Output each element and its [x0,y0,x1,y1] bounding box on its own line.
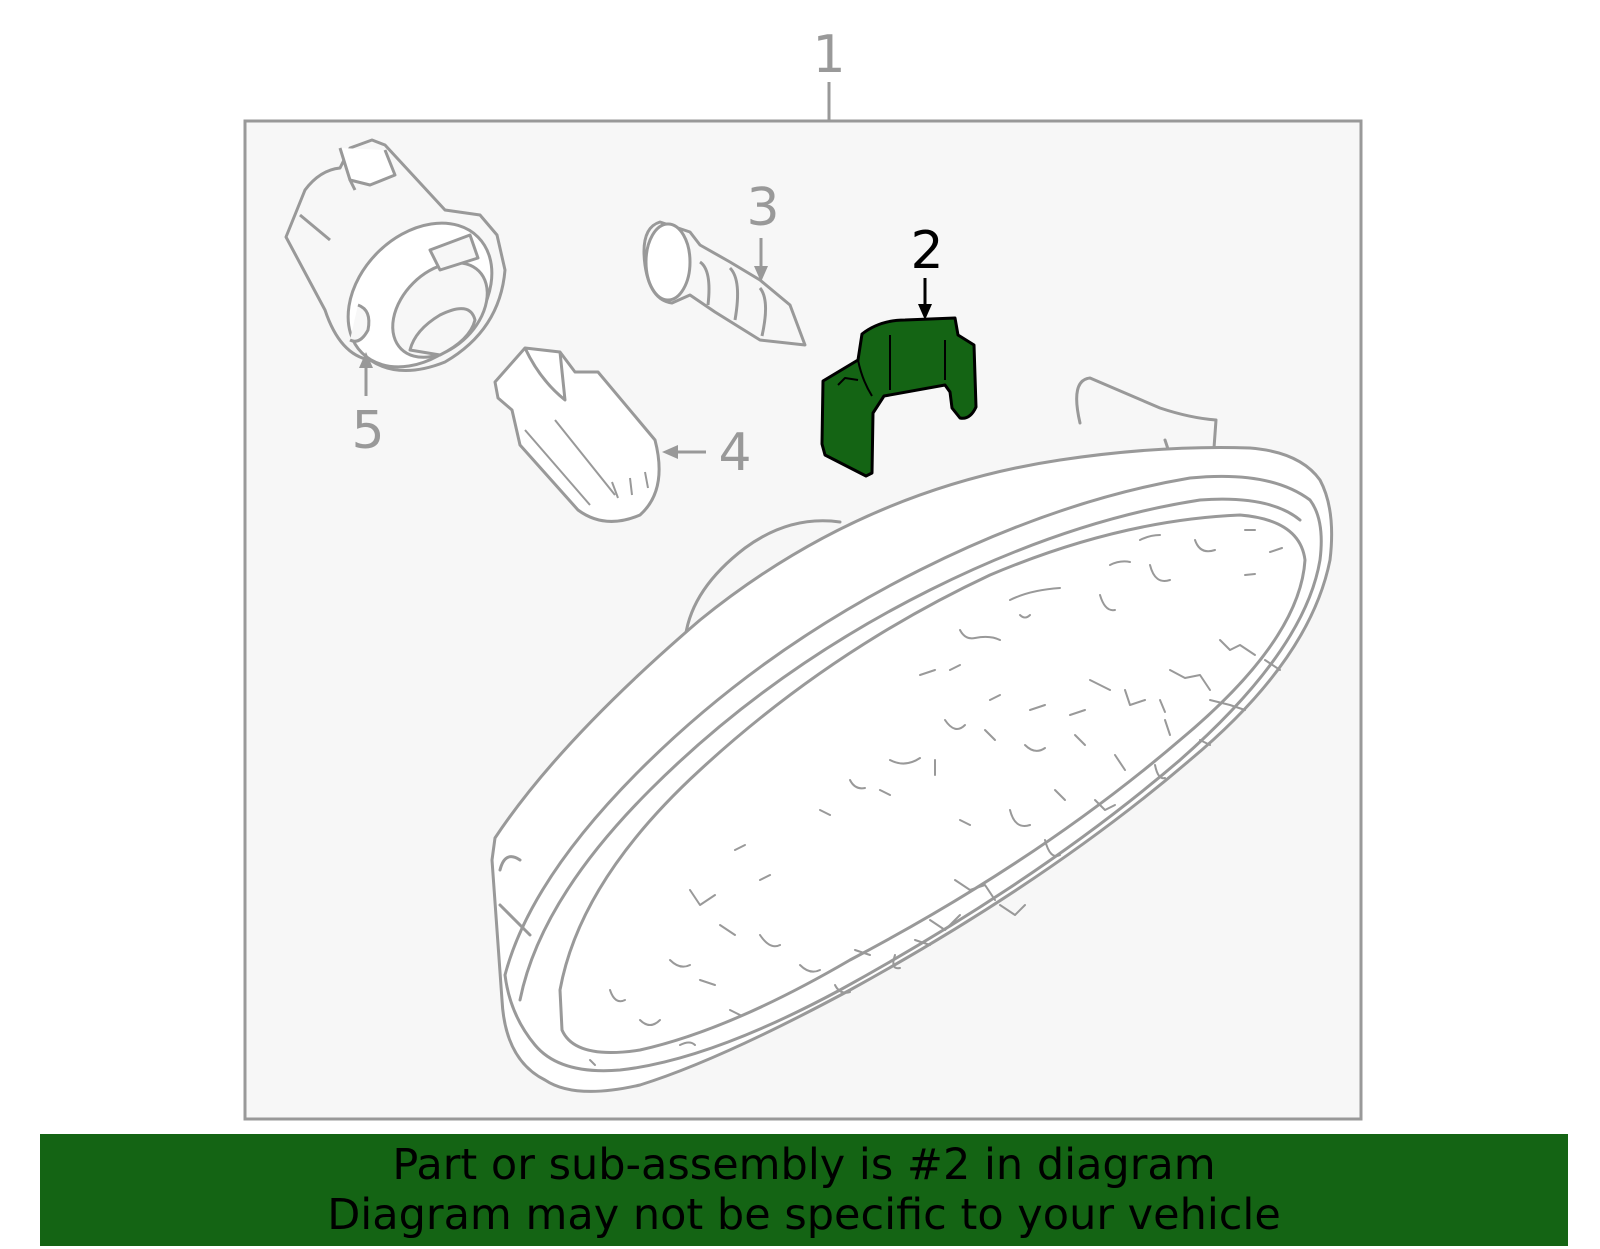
banner-line-2: Diagram may not be specific to your vehi… [327,1190,1281,1240]
banner-line-1: Part or sub-assembly is #2 in diagram [392,1140,1216,1190]
side-marker-lamp [490,376,1334,1093]
wedge-bulb [493,346,661,523]
retainer-clip [820,316,978,478]
callout-arrow-5 [359,352,373,368]
callout-arrow-3 [754,266,768,282]
callout-5: 5 [351,401,384,461]
bulb-socket [284,138,507,372]
callout-arrow-2 [918,304,932,320]
callout-1: 1 [812,25,845,85]
callout-2: 2 [910,221,943,281]
callout-4: 4 [718,423,751,483]
callout-3: 3 [746,178,779,238]
part-info-banner: Part or sub-assembly is #2 in diagram Di… [40,1134,1568,1246]
screw [642,220,807,347]
callout-arrow-4 [662,445,678,459]
